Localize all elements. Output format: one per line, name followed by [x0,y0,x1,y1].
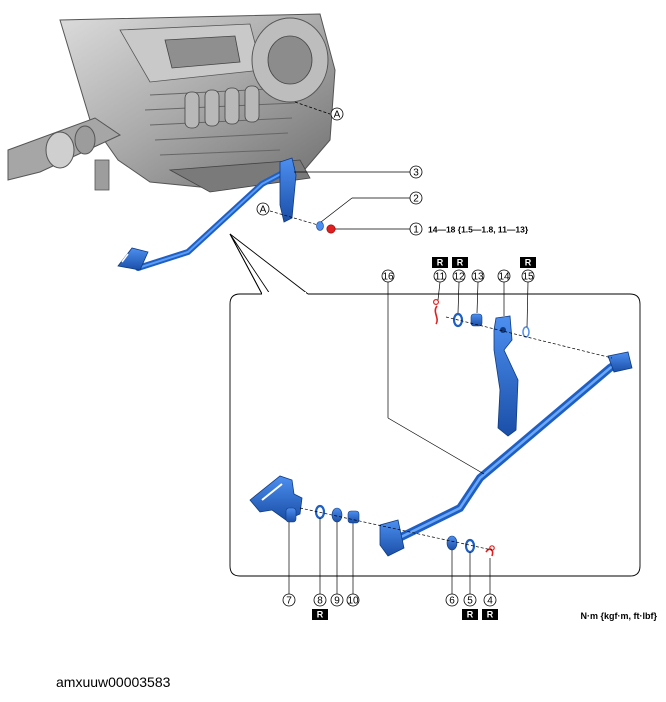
svg-text:R: R [467,610,474,620]
washer-part-6 [446,535,458,551]
svg-text:R: R [525,258,532,268]
svg-text:R: R [437,258,444,268]
callout-11: 11 [435,272,446,283]
reference-a-label: A [334,110,341,121]
replace-tag-part-5: R [462,609,478,620]
bushing-part-13 [470,313,483,327]
callout-6: 6 [449,596,455,607]
replace-tag-part-15: R [520,257,536,268]
replace-tag-part-12: R [452,257,468,268]
callout-14: 14 [498,272,510,283]
bushing-part-10 [347,510,360,524]
washer-part-9 [331,507,343,523]
exploded-linkage-detail [249,299,633,557]
replace-tag-part-8: R [312,609,328,620]
reference-a-upper: A [294,101,344,121]
detail-callouts: 16 11 12 13 14 15 7 8 9 10 [282,269,535,607]
callout-1: 1 [413,225,419,236]
washer-part-12 [452,312,464,328]
torque-spec: 14—18 {1.5—1.8, 11—13} [428,225,529,235]
callout-8: 8 [317,596,323,607]
callout-10: 10 [347,596,359,607]
upper-callouts: 3 2 1 14—18 {1.5—1.8, 11—13} [294,165,529,236]
reference-a-lower: A [256,202,270,216]
callout-9: 9 [334,596,340,607]
washer-part-15 [522,326,530,338]
callout-3: 3 [413,168,419,179]
svg-text:R: R [487,610,494,620]
callout-2: 2 [413,194,419,205]
replace-tags: R R R R R R [312,257,536,620]
svg-text:R: R [317,610,324,620]
svg-text:R: R [457,258,464,268]
callout-5: 5 [467,596,473,607]
callout-12: 12 [453,272,465,283]
clip-part-11 [434,305,438,325]
replace-tag-part-11: R [432,257,448,268]
callout-13: 13 [472,272,484,283]
callout-16: 16 [382,272,394,283]
transmission-assembly-illustration [7,8,338,283]
upper-shift-linkage [117,157,336,271]
torque-units-note: N·m {kgf·m, ft·lbf} [581,611,658,621]
washer-part-2 [316,221,324,231]
callout-4: 4 [487,596,493,607]
nut-part-1 [326,224,336,234]
callout-15: 15 [522,272,534,283]
detail-callout-frame [229,233,641,577]
replace-tag-part-4: R [482,609,498,620]
document-id: amxuuw00003583 [56,674,171,690]
callout-7: 7 [286,596,292,607]
svg-text:A: A [260,205,267,216]
